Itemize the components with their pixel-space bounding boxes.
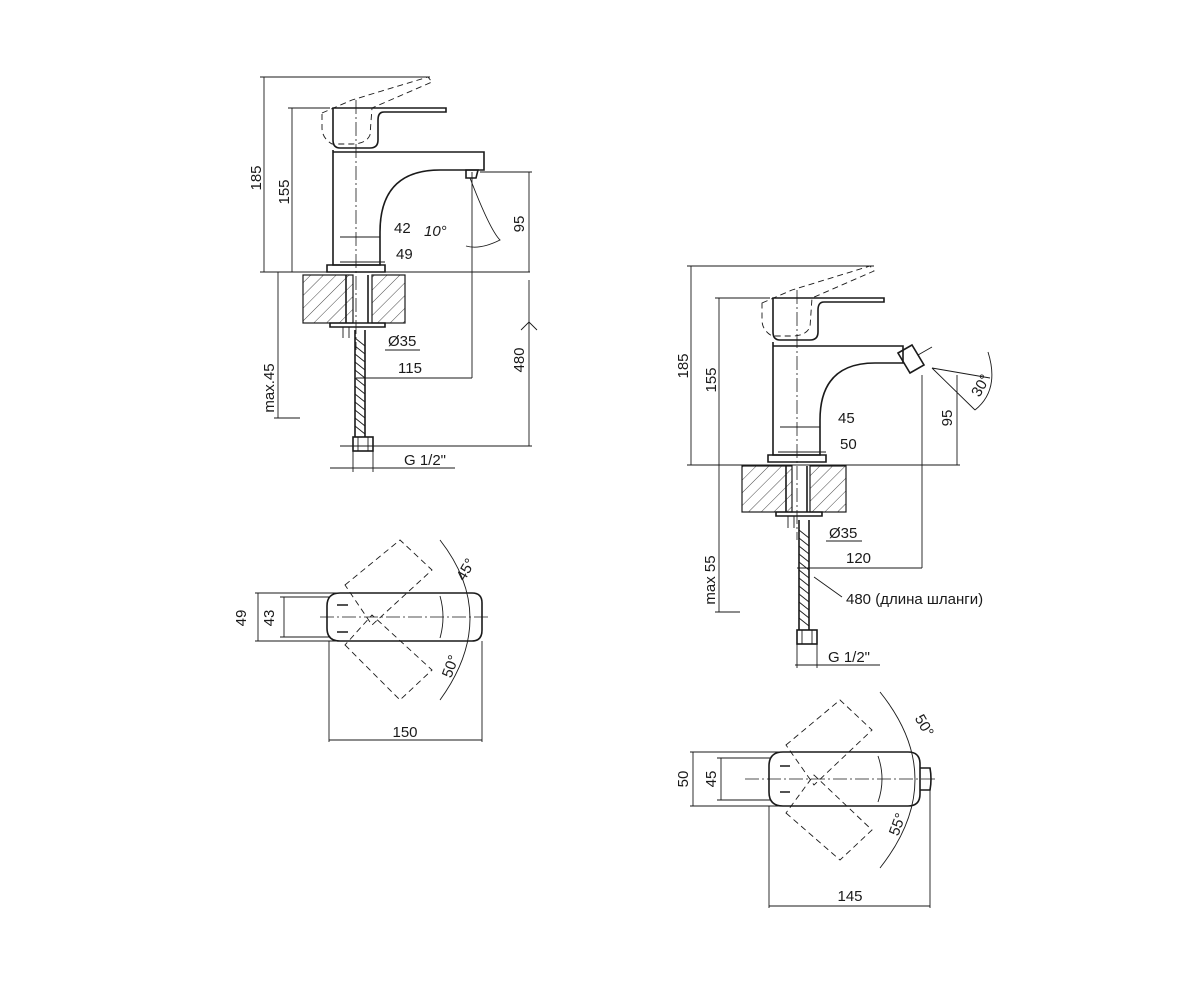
bidet-handle-angle-right-label: 55° bbox=[886, 811, 910, 838]
basin-handle-angle-right-label: 50° bbox=[439, 653, 463, 680]
basin-mixer-top-view bbox=[320, 539, 490, 701]
bidet-height-total-label: 185 bbox=[675, 353, 692, 378]
basin-mixer-front-view bbox=[302, 76, 501, 452]
basin-height-spout-label: 155 bbox=[276, 179, 293, 204]
bidet-front-dimensions bbox=[687, 265, 960, 668]
basin-max-thickness-label: max.45 bbox=[261, 363, 278, 412]
bidet-mixer-top-view bbox=[745, 691, 935, 869]
bidet-aerator-angle-label: 30° bbox=[968, 372, 994, 400]
bidet-handle-angle-left-label: 50° bbox=[911, 712, 937, 740]
bidet-spout-height-label: 95 bbox=[939, 410, 956, 427]
basin-hole-diameter-label: Ø35 bbox=[388, 333, 416, 350]
bidet-hole-diameter-label: Ø35 bbox=[829, 525, 857, 542]
basin-spout-height-label: 95 bbox=[511, 216, 528, 233]
bidet-reach-label: 120 bbox=[846, 550, 871, 567]
bidet-hose-note-label: 480 (длина шланги) bbox=[846, 591, 983, 608]
basin-height-total-label: 185 bbox=[248, 165, 265, 190]
basin-hose-length-label: 480 bbox=[511, 347, 528, 372]
bidet-height-spout-label: 155 bbox=[703, 367, 720, 392]
basin-reach-label: 115 bbox=[398, 360, 422, 377]
bidet-top-dimensions bbox=[690, 751, 931, 908]
basin-spout-angle-label: 10° bbox=[424, 223, 447, 240]
bidet-body-width-label: 50 bbox=[840, 436, 857, 453]
basin-top-width-inner-label: 43 bbox=[261, 610, 278, 627]
bidet-thread-label: G 1/2" bbox=[828, 649, 870, 666]
bidet-top-length-label: 145 bbox=[837, 888, 862, 905]
bidet-top-width-inner-label: 45 bbox=[703, 771, 720, 788]
bidet-mixer-front-view bbox=[741, 265, 993, 645]
basin-handle-angle-left-label: 45° bbox=[453, 556, 479, 584]
basin-top-length-label: 150 bbox=[392, 724, 417, 741]
bidet-top-width-outer-label: 50 bbox=[675, 771, 692, 788]
basin-thread-label: G 1/2" bbox=[404, 452, 446, 469]
basin-top-width-outer-label: 49 bbox=[233, 610, 250, 627]
bidet-max-thickness-label: max 55 bbox=[702, 555, 719, 604]
basin-body-width-label: 49 bbox=[396, 246, 413, 263]
basin-spout-width-label: 42 bbox=[394, 220, 411, 237]
bidet-spout-width-label: 45 bbox=[838, 410, 855, 427]
basin-front-dimensions bbox=[260, 76, 538, 472]
basin-top-dimensions bbox=[255, 592, 483, 742]
